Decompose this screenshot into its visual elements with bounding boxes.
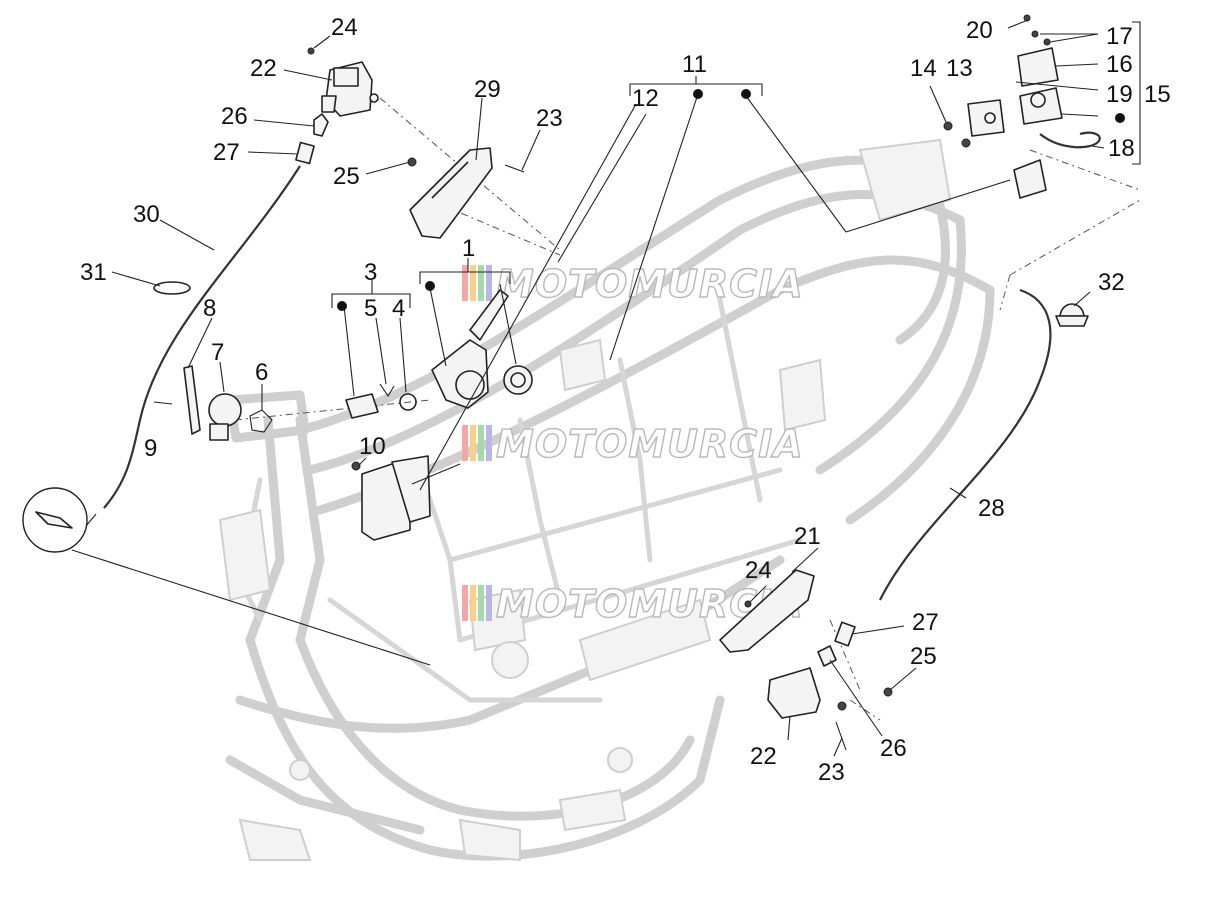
lever-8 — [183, 365, 201, 435]
lock-barrel — [503, 365, 533, 395]
bolt-9 — [153, 401, 173, 405]
callout-32: 32 — [1098, 269, 1125, 296]
bracket-29 — [409, 147, 493, 239]
ferrule-27-top — [295, 141, 315, 165]
callout-10: 10 — [359, 433, 386, 460]
fitting-26-bottom — [817, 645, 837, 667]
watermark-text: MOTOMURCIA — [496, 262, 804, 306]
callout-24: 24 — [331, 14, 358, 41]
callout-8: 8 — [203, 295, 216, 322]
buzzer-7 — [208, 393, 242, 441]
screw-17-20 — [1023, 14, 1051, 46]
callout-15: 15 — [1144, 81, 1171, 108]
callout-9: 9 — [144, 435, 157, 462]
callout-26: 26 — [221, 103, 248, 130]
callout-28: 28 — [978, 495, 1005, 522]
callout-21: 21 — [794, 523, 821, 550]
watermark-middle: MOTOMURCIA — [462, 421, 804, 467]
callout-4: 4 — [392, 295, 405, 322]
release-cable-28 — [879, 288, 1052, 601]
grommet-32 — [1055, 303, 1089, 327]
callout-13: 13 — [946, 55, 973, 82]
bracket-21 — [719, 569, 815, 653]
callout-19: 19 — [1106, 81, 1133, 108]
cover-16 — [1017, 47, 1059, 87]
clip-5 — [379, 383, 395, 398]
actuator-bottom — [767, 667, 821, 719]
cable-18 — [1039, 131, 1101, 149]
release-cable-30 — [103, 165, 301, 509]
callout-25: 25 — [333, 163, 360, 190]
screw-24-top — [307, 47, 315, 55]
control-unit-10 — [351, 455, 431, 541]
callout-1: 1 — [462, 235, 475, 262]
callout-22: 22 — [250, 55, 277, 82]
leader-lines — [111, 19, 1141, 757]
cap-5 — [345, 393, 379, 419]
callout-29: 29 — [474, 76, 501, 103]
screw-24-bottom — [744, 600, 752, 608]
actuator-top — [321, 61, 379, 117]
latch-13 — [967, 99, 1005, 137]
motor-19 — [1019, 87, 1063, 125]
callout-11: 11 — [682, 51, 707, 78]
callout-18: 18 — [1108, 135, 1135, 162]
lock-1 — [431, 289, 509, 409]
callout-24: 24 — [745, 557, 772, 584]
callout-22: 22 — [750, 743, 777, 770]
callout-12: 12 — [632, 85, 659, 112]
callout-23: 23 — [818, 759, 845, 786]
watermark-top: MOTOMURCIA — [462, 261, 804, 307]
group-markers — [337, 89, 1125, 311]
callout-16: 16 — [1106, 51, 1133, 78]
bolt-23-bottom — [835, 701, 847, 751]
screw-14 — [943, 121, 971, 148]
callout-14: 14 — [910, 55, 937, 82]
striker — [1013, 159, 1047, 199]
ferrule-27-bottom — [834, 621, 856, 647]
callout-26: 26 — [880, 735, 907, 762]
fitting-26-top — [313, 113, 329, 137]
callout-30: 30 — [133, 201, 160, 228]
washer-4 — [399, 393, 417, 411]
callout-23: 23 — [536, 105, 563, 132]
assembly-lines — [234, 97, 1141, 721]
callout-6: 6 — [255, 359, 268, 386]
scooter-frame — [218, 138, 995, 862]
callout-27: 27 — [213, 139, 240, 166]
seal-6 — [249, 409, 273, 433]
callout-7: 7 — [211, 339, 224, 366]
detail-magnifier — [22, 487, 431, 666]
cable-tie-31 — [153, 281, 191, 295]
callout-31: 31 — [80, 259, 107, 286]
callout-27: 27 — [912, 609, 939, 636]
callout-5: 5 — [364, 295, 377, 322]
bolt-23-top — [504, 164, 525, 173]
callout-17: 17 — [1106, 23, 1133, 50]
callout-25: 25 — [910, 643, 937, 670]
callout-labels: 24 22 26 27 30 31 29 23 25 11 12 1 3 5 4… — [80, 14, 1171, 786]
callout-3: 3 — [364, 259, 377, 286]
callout-20: 20 — [966, 17, 993, 44]
watermark-text: MOTOMURCIA — [496, 422, 804, 466]
